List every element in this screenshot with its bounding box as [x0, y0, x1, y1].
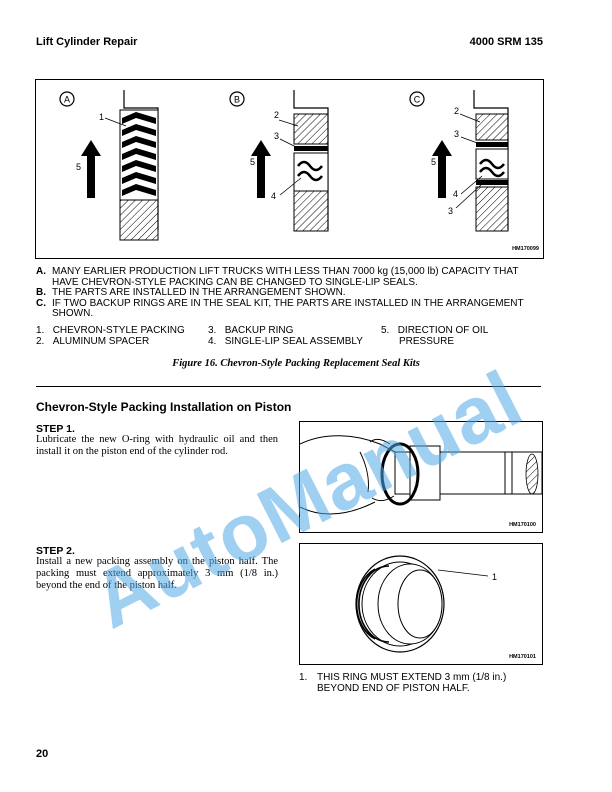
panel-c-callout-2: 2: [454, 106, 459, 116]
panel-b: B 2 3 5 4: [229, 90, 329, 232]
figure-16-frame: A 1 5 B: [35, 79, 544, 259]
note-b: B. THE PARTS ARE INSTALLED IN THE ARRANG…: [36, 287, 346, 298]
legend-item-3: 3. BACKUP RING: [208, 325, 294, 336]
o-ring-install-illustration: [299, 435, 543, 515]
panel-b-callout-3: 3: [274, 131, 279, 141]
note-a: A. MANY EARLIER PRODUCTION LIFT TRUCKS W…: [36, 266, 519, 288]
header-title: Lift Cylinder Repair: [36, 36, 138, 48]
header-doc-number: 4000 SRM 135: [469, 36, 543, 48]
section-title: Chevron-Style Packing Installation on Pi…: [36, 400, 292, 414]
panel-a-callout-1: 1: [99, 112, 104, 122]
note-c: C. IF TWO BACKUP RINGS ARE IN THE SEAL K…: [36, 297, 524, 319]
panel-b-label: B: [234, 95, 240, 105]
legend-item-2: 2. ALUMINUM SPACER: [36, 335, 150, 347]
step-2-callout-1: 1: [492, 572, 497, 582]
step-1-title: STEP 1.: [36, 423, 75, 435]
legend-item-4: 4. SINGLE-LIP SEAL ASSEMBLY: [208, 335, 363, 347]
panel-c-callout-5: 5: [431, 157, 436, 167]
figure-16-code: HM170099: [512, 246, 539, 252]
panel-b-callout-4: 4: [271, 191, 276, 201]
panel-a-callout-5: 5: [76, 162, 81, 172]
legend-item-5: 5. DIRECTION OF OIL: [381, 325, 489, 336]
section-divider: [36, 386, 541, 387]
step-2-title: STEP 2.: [36, 545, 75, 557]
step-2-figure-code: HM170101: [509, 654, 536, 660]
legend-item-1: 1. CHEVRON-STYLE PACKING: [36, 325, 185, 336]
step-1-figure: HM170100: [299, 421, 543, 533]
step-2-text: Install a new packing assembly on the pi…: [36, 556, 278, 591]
figure-16-legend: 1. CHEVRON-STYLE PACKING 2. ALUMINUM SPA…: [36, 325, 556, 350]
step-2-note: 1. THIS RING MUST EXTEND 3 mm (1/8 in.) …: [299, 672, 507, 694]
step-1-figure-code: HM170100: [509, 522, 536, 528]
page-number: 20: [36, 748, 49, 760]
panel-c-label: C: [414, 95, 421, 105]
panel-b-callout-5: 5: [250, 157, 255, 167]
step-2-figure: 1 HM170101: [299, 543, 543, 665]
figure-16-caption: Figure 16. Chevron-Style Packing Replace…: [172, 358, 420, 369]
panel-c-callout-3: 3: [454, 129, 459, 139]
figure-16-notes: A. MANY EARLIER PRODUCTION LIFT TRUCKS W…: [36, 266, 556, 320]
panel-c-callout-3b: 3: [448, 206, 453, 216]
step-1-text: Lubricate the new O-ring with hydraulic …: [36, 434, 278, 457]
legend-item-5-cont: PRESSURE: [399, 335, 455, 347]
packing-assembly-illustration: 1: [355, 555, 497, 653]
figure-16-illustration: A 1 5 B: [59, 90, 509, 241]
panel-c-callout-4: 4: [453, 189, 458, 199]
panel-b-callout-2: 2: [274, 110, 279, 120]
panel-c: C 2 3 5 4 3: [409, 90, 509, 232]
panel-a-label: A: [64, 95, 70, 105]
panel-a: A 1 5: [59, 90, 159, 241]
